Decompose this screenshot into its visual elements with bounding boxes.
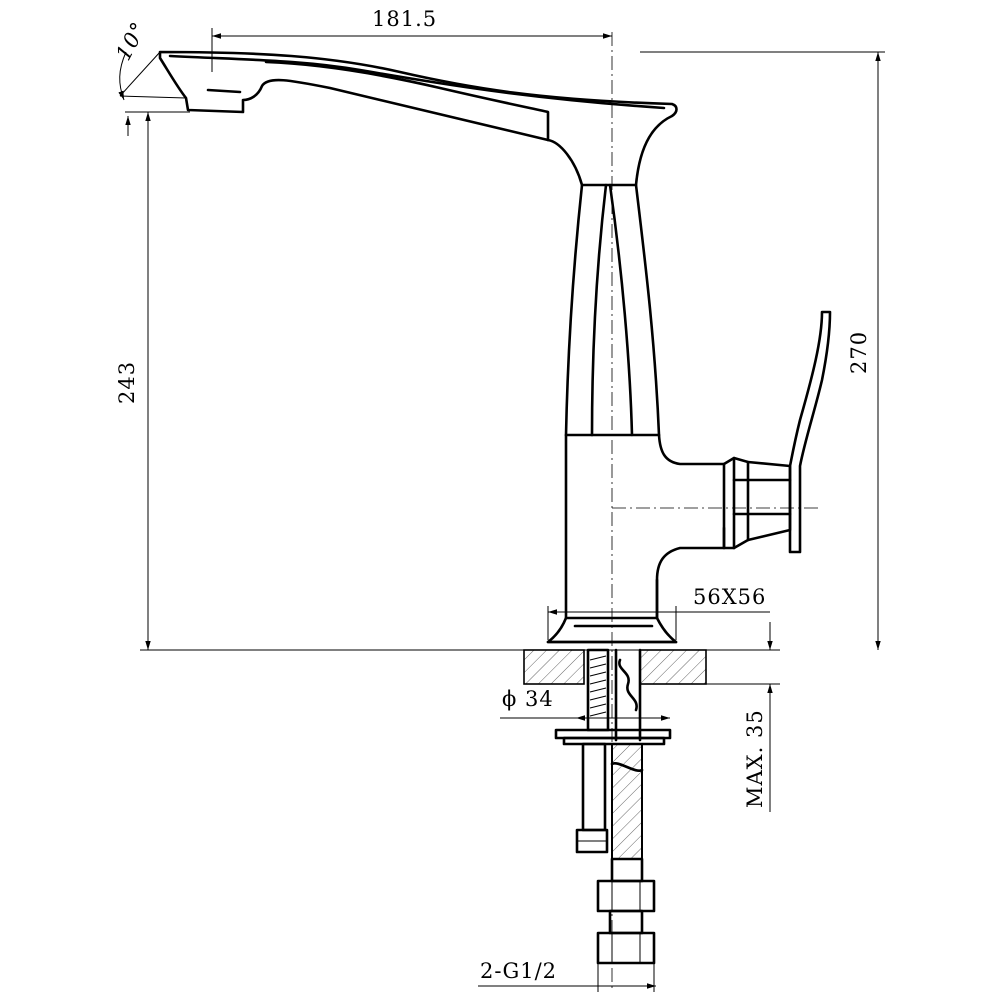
dim-spout-height: 243: [115, 361, 139, 404]
countertop-section: [140, 649, 780, 685]
dim-max-deck: MAX. 35: [743, 709, 767, 808]
dim-hole-diameter: ϕ 34: [502, 687, 554, 711]
column: [564, 183, 726, 620]
dim-spout-reach: 181.5: [372, 7, 437, 31]
faucet-body: [158, 50, 832, 644]
dim-angle: 10°: [111, 18, 151, 65]
dim-base-size: 56X56: [693, 585, 766, 609]
dim-connection: 2-G1/2: [480, 959, 557, 983]
spout: [158, 50, 678, 187]
dimension-lines: [118, 28, 885, 992]
dimension-labels: 181.5 10° 243 270 56X56 ϕ 34 MAX. 35 2-G…: [111, 7, 871, 983]
dim-total-height: 270: [847, 331, 871, 374]
mounting-hardware: [554, 648, 672, 965]
